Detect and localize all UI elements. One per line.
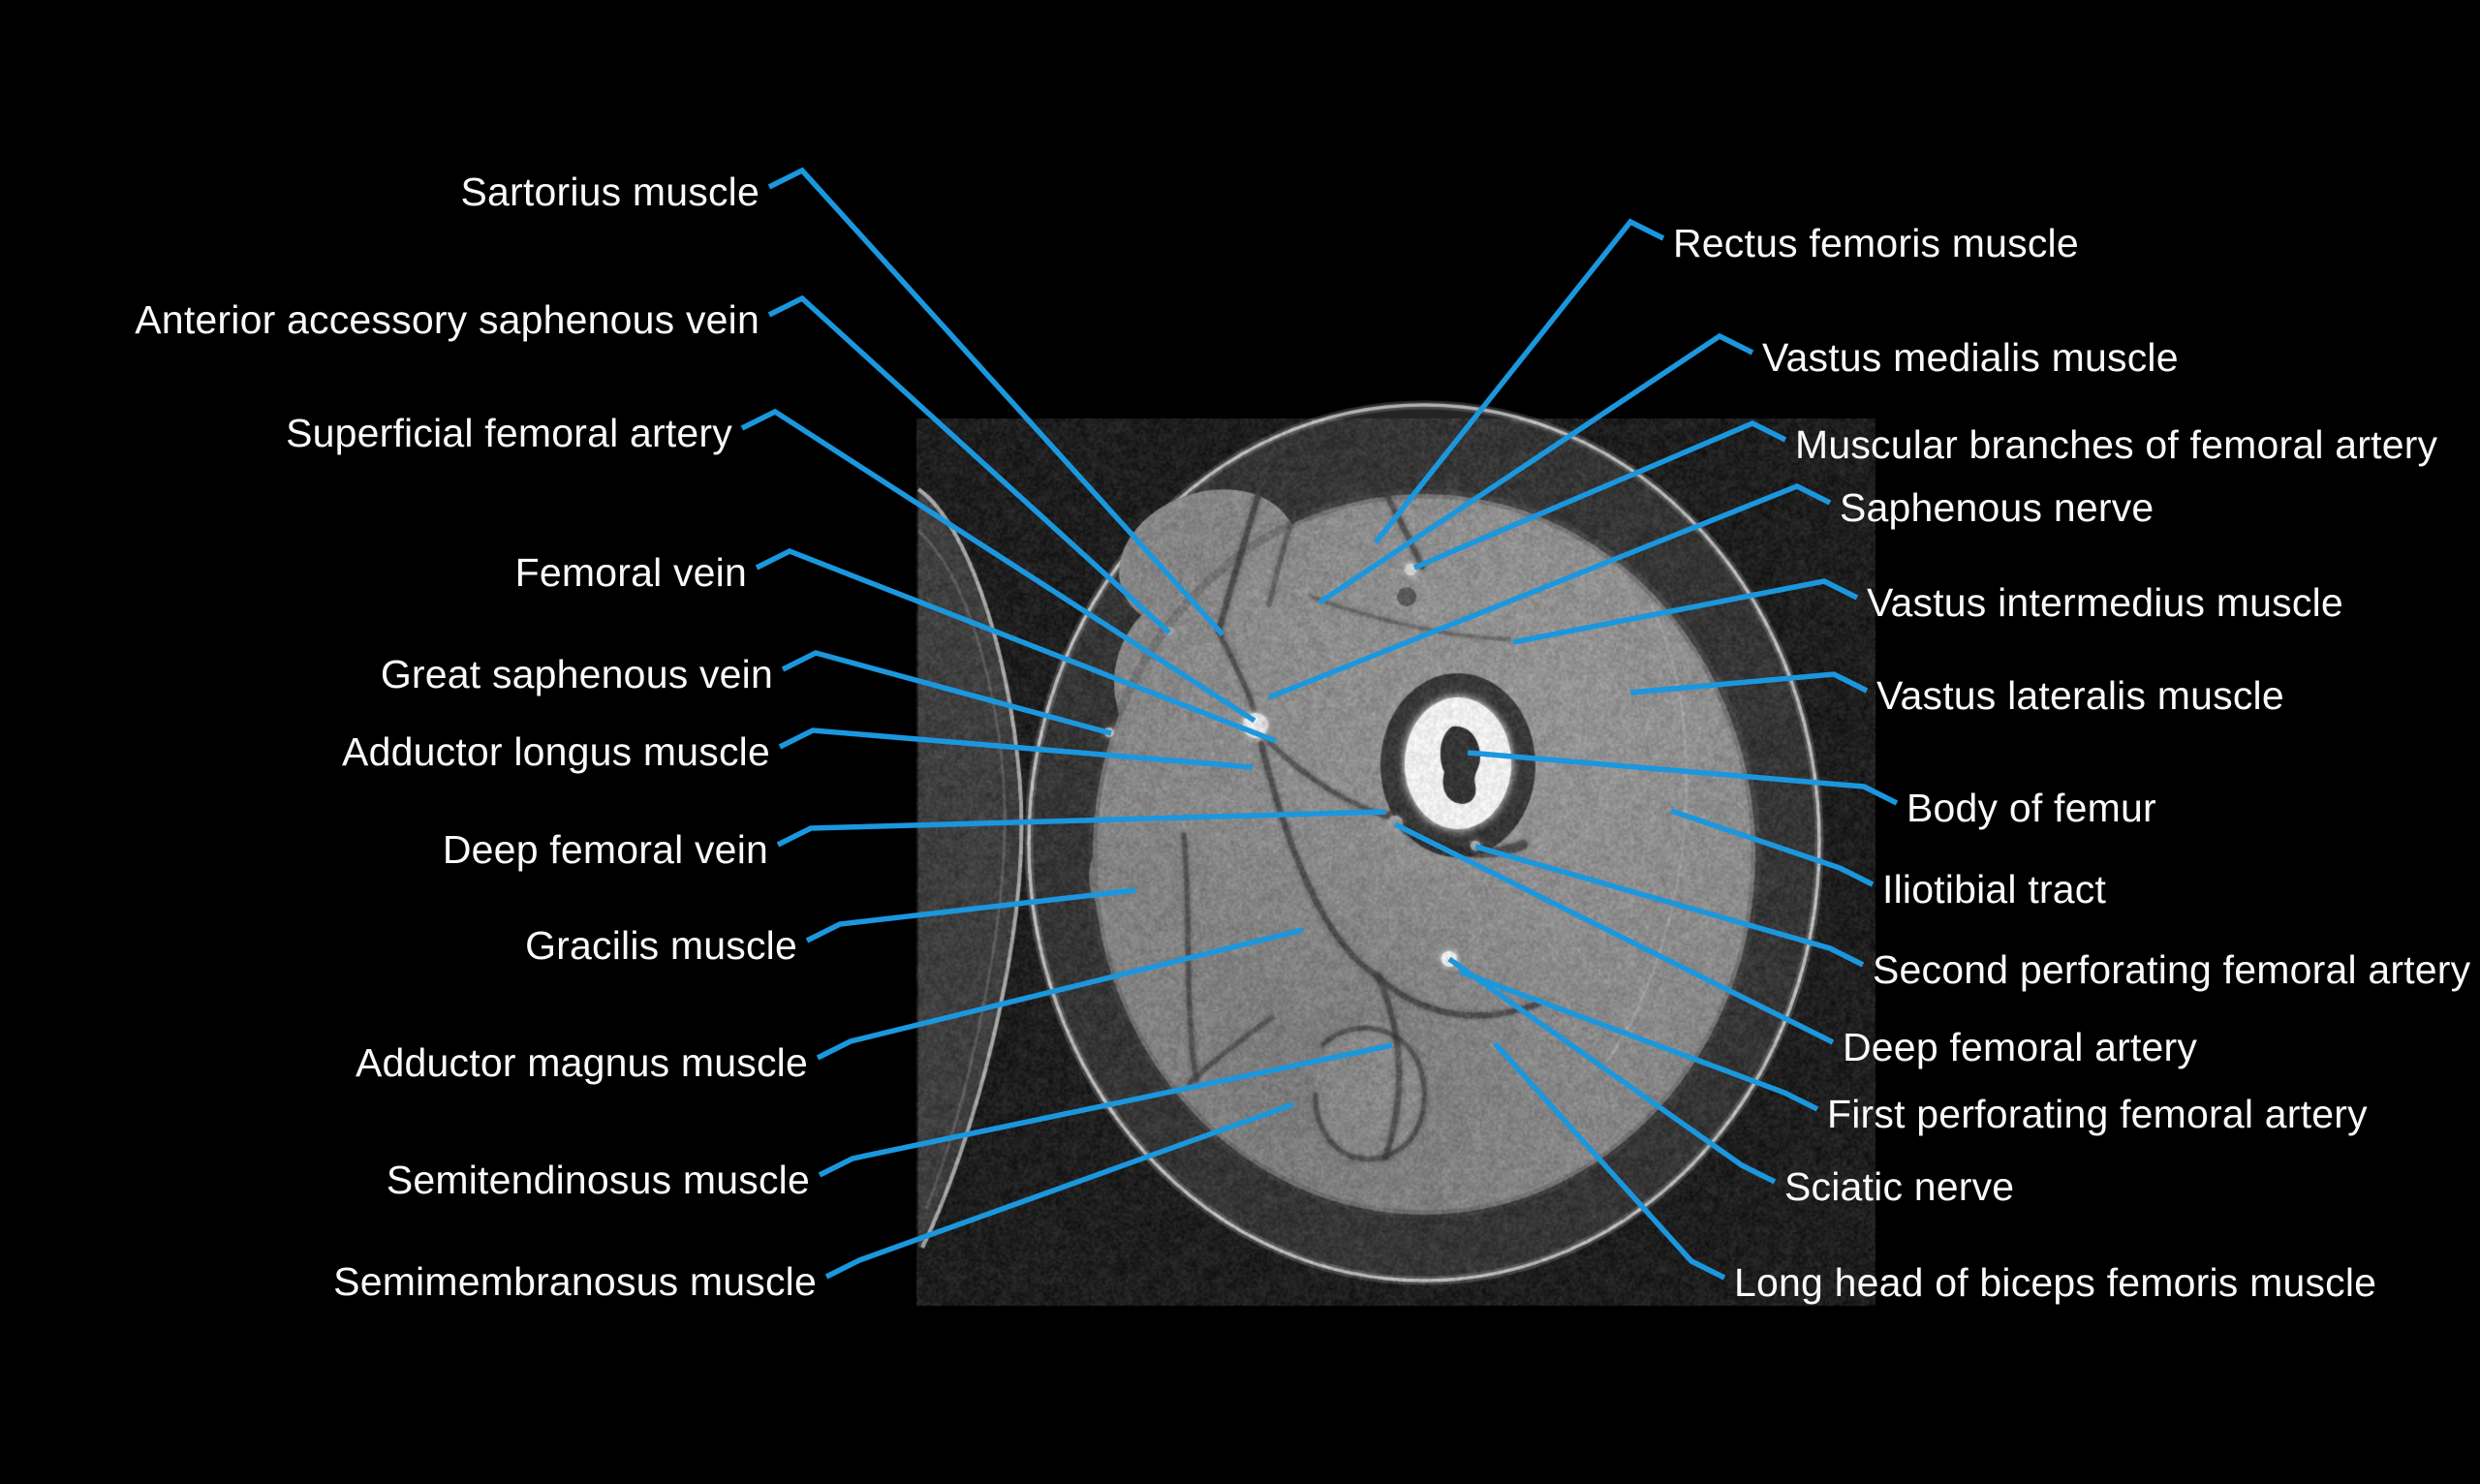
leader-line-sciatic-nerve: [1447, 956, 1777, 1185]
leader-line-semitendinosus-muscle: [818, 1042, 1393, 1178]
label-rectus-femoris-muscle: Rectus femoris muscle: [1673, 221, 2079, 265]
label-long-head-of-biceps-femoris-muscle: Long head of biceps femoris muscle: [1734, 1260, 2377, 1305]
leader-line-rectus-femoris-muscle: [1373, 218, 1665, 544]
leader-line-saphenous-nerve: [1267, 482, 1832, 700]
label-semimembranosus-muscle: Semimembranosus muscle: [333, 1259, 817, 1304]
leader-line-sartorius-muscle: [767, 167, 1225, 636]
label-vastus-intermedius-muscle: Vastus intermedius muscle: [1867, 580, 2343, 625]
leader-line-superficial-femoral-artery: [740, 408, 1256, 724]
leader-line-great-saphenous-vein: [781, 650, 1112, 736]
leader-line-muscular-branches-of-femoral-artery: [1412, 419, 1787, 571]
leader-line-body-of-femur: [1467, 750, 1899, 806]
label-adductor-longus-muscle: Adductor longus muscle: [342, 729, 770, 774]
label-deep-femoral-vein: Deep femoral vein: [442, 827, 768, 872]
label-vastus-lateralis-muscle: Vastus lateralis muscle: [1876, 673, 2284, 718]
leader-line-gracilis-muscle: [805, 887, 1136, 943]
leader-line-adductor-magnus-muscle: [816, 927, 1304, 1061]
label-second-perforating-femoral-artery: Second perforating femoral artery: [1873, 947, 2471, 992]
leader-line-deep-femoral-artery: [1393, 821, 1835, 1045]
label-iliotibial-tract: Iliotibial tract: [1882, 867, 2107, 912]
label-great-saphenous-vein: Great saphenous vein: [380, 652, 773, 696]
leader-line-vastus-intermedius-muscle: [1512, 578, 1859, 645]
label-saphenous-nerve: Saphenous nerve: [1840, 485, 2154, 530]
label-first-perforating-femoral-artery: First perforating femoral artery: [1827, 1092, 2368, 1136]
label-semitendinosus-muscle: Semitendinosus muscle: [386, 1158, 810, 1202]
label-femoral-vein: Femoral vein: [514, 550, 747, 595]
leader-line-second-perforating-femoral-artery: [1474, 844, 1865, 968]
label-adductor-magnus-muscle: Adductor magnus muscle: [355, 1040, 808, 1085]
label-vastus-medialis-muscle: Vastus medialis muscle: [1762, 335, 2179, 380]
label-muscular-branches-of-femoral-artery: Muscular branches of femoral artery: [1795, 422, 2438, 467]
leader-line-anterior-accessory-saphenous-vein: [767, 294, 1171, 635]
leader-line-femoral-vein: [755, 547, 1278, 744]
leader-line-vastus-medialis-muscle: [1318, 332, 1754, 605]
leader-line-iliotibial-tract: [1670, 808, 1875, 887]
label-gracilis-muscle: Gracilis muscle: [525, 923, 797, 968]
label-sartorius-muscle: Sartorius muscle: [460, 170, 760, 214]
label-deep-femoral-artery: Deep femoral artery: [1843, 1025, 2198, 1069]
label-superficial-femoral-artery: Superficial femoral artery: [286, 411, 732, 455]
leader-line-semimembranosus-muscle: [824, 1101, 1294, 1280]
leader-line-deep-femoral-vein: [776, 809, 1386, 848]
label-anterior-accessory-saphenous-vein: Anterior accessory saphenous vein: [135, 297, 760, 342]
label-sciatic-nerve: Sciatic nerve: [1784, 1164, 2015, 1209]
leader-line-long-head-of-biceps-femoris-muscle: [1492, 1041, 1726, 1281]
leader-line-first-perforating-femoral-artery: [1459, 969, 1819, 1112]
leader-line-adductor-longus-muscle: [778, 727, 1254, 770]
leader-line-vastus-lateralis-muscle: [1629, 671, 1869, 696]
label-body-of-femur: Body of femur: [1906, 786, 2156, 830]
